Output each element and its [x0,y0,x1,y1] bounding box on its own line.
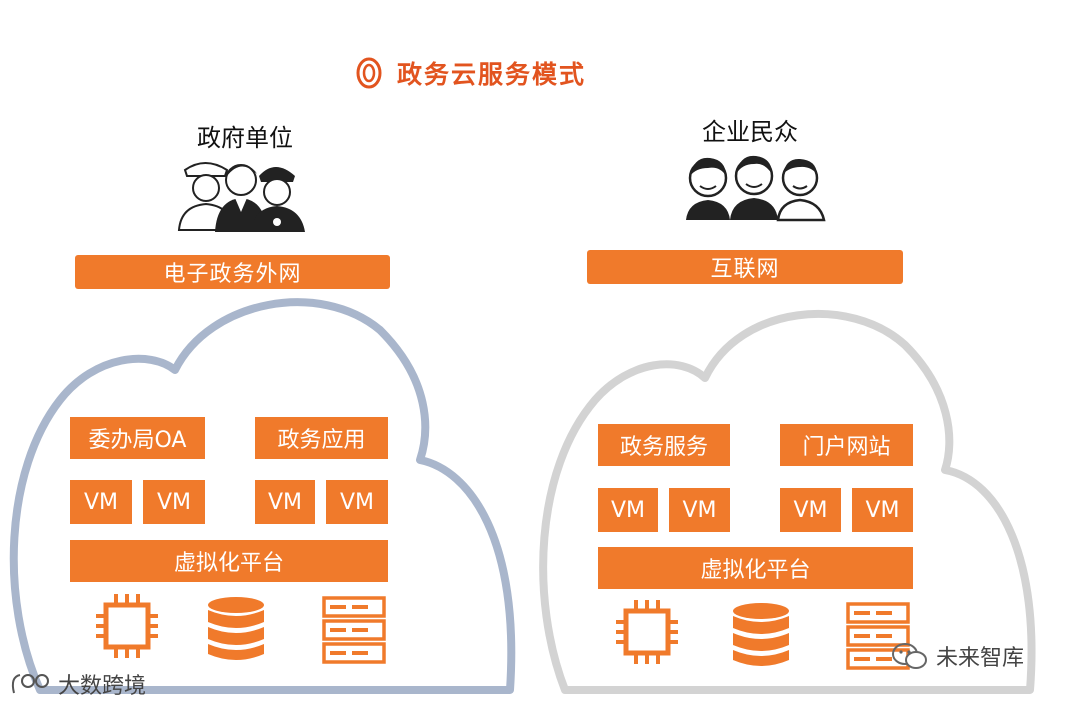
diagram-title: 政务云服务模式 [355,50,586,96]
right-database-icon [733,603,789,666]
left-cpu-icon [96,594,158,658]
watermark-right-text: 未来智库 [936,646,1025,671]
right-app-service: 政务服务 [598,424,730,466]
wechat-icon [892,643,927,669]
right-app-portal: 门户网站 [780,424,913,466]
left-vm-4: VM [326,480,388,524]
right-cloud [539,309,1036,694]
watermark-left-text: 大数跨境 [58,674,147,699]
watermark-logo-icon [11,674,49,694]
right-vm-2: VM [669,488,730,532]
title-bullet-icon [356,57,382,89]
right-virtualization-platform: 虚拟化平台 [598,547,913,589]
left-server-icon [322,596,386,664]
right-vm-3: VM [780,488,841,532]
left-virtualization-platform: 虚拟化平台 [70,540,388,582]
right-vm-1: VM [598,488,658,532]
left-vm-3: VM [255,480,315,524]
left-app-gov: 政务应用 [255,417,388,459]
right-cpu-icon [616,600,678,664]
watermark-right: 未来智库 [890,640,1024,672]
left-cloud [9,298,516,694]
right-group-label: 企业民众 [702,118,798,146]
left-database-icon [208,597,264,660]
left-network-bar: 电子政务外网 [75,255,390,289]
watermark-left: 大数跨境 [6,668,146,700]
right-network-bar: 互联网 [587,250,903,284]
government-officials-icon [177,162,305,232]
citizens-group-icon [686,155,826,222]
left-vm-1: VM [70,480,132,524]
left-group-label: 政府单位 [197,124,293,152]
right-vm-4: VM [852,488,913,532]
left-app-oa: 委办局OA [70,417,205,459]
title-text: 政务云服务模式 [397,60,587,89]
left-vm-2: VM [143,480,205,524]
